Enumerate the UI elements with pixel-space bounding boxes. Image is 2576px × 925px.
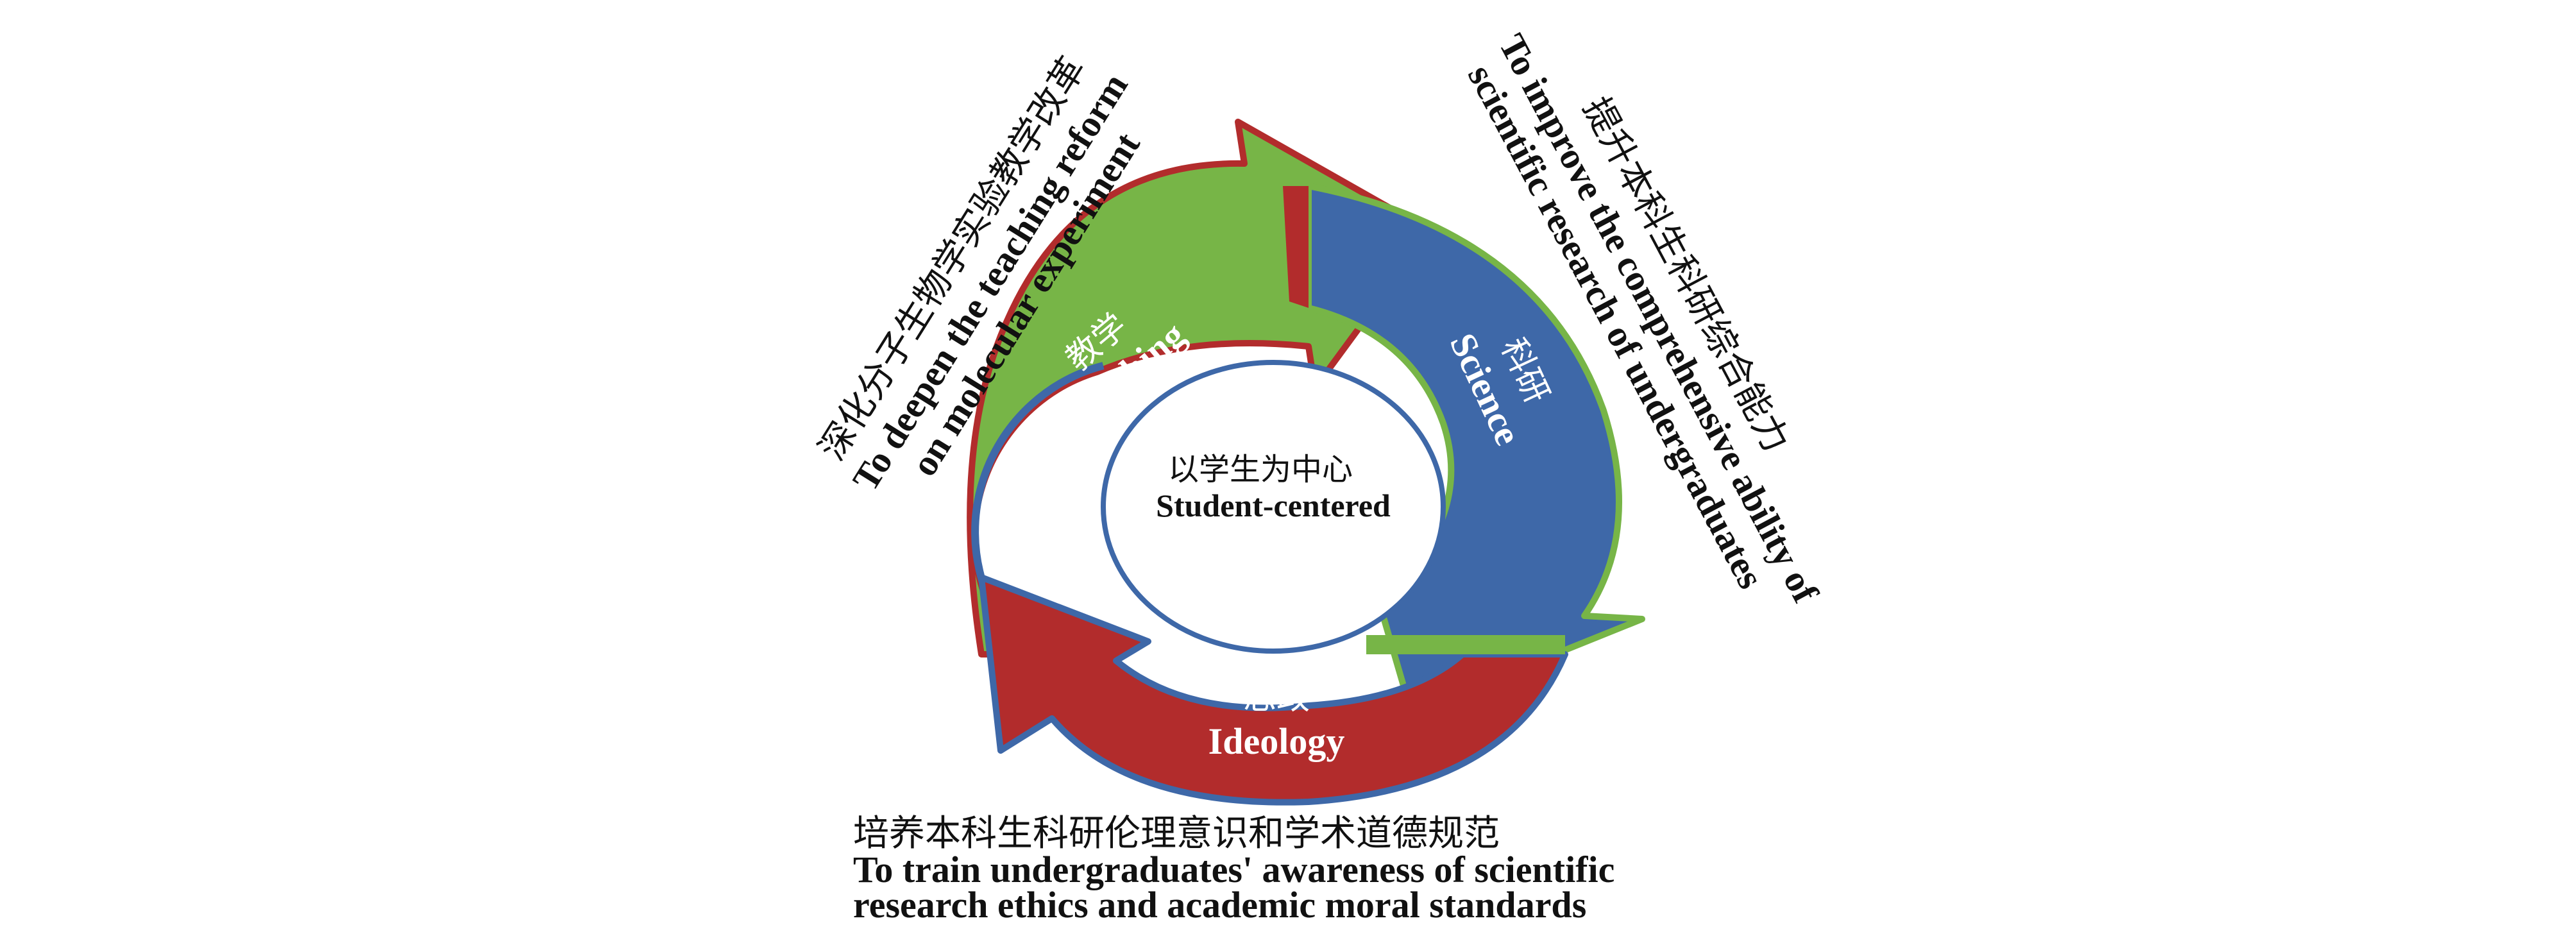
center-hole [1101,360,1446,654]
goal-ideology-en-line2: research ethics and academic moral stand… [853,884,1586,922]
segment-science-red-edge [1283,186,1309,308]
goal-ideology-en-line1: To train undergraduates' awareness of sc… [853,849,1614,890]
segment-ideology-label-en: Ideology [1208,720,1345,762]
segment-ideology-green-edge [1366,635,1565,654]
segment-ideology [978,574,1568,806]
center-label-en: Student-centered [1156,488,1391,523]
center-label-zh: 以学生为中心 [1168,452,1353,488]
segment-ideology-label-zh: 思政 [1243,679,1310,717]
goal-ideology-zh: 培养本科生科研伦理意识和学术道德规范 [853,813,1500,854]
